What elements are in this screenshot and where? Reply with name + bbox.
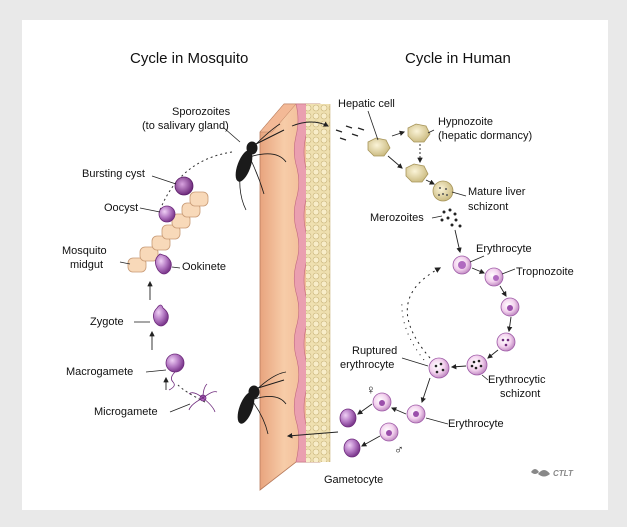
label-erythrocyte-bottom: Erythrocyte [448, 418, 504, 430]
label-erythrocyte-top: Erythrocyte [476, 243, 532, 255]
label-ruptured: Ruptured [352, 345, 397, 357]
label-macrogamete: Macrogamete [66, 366, 133, 378]
ctlt-logo-text: CTLT [553, 468, 573, 480]
erythrocytic-schizont [467, 355, 487, 375]
label-hypnozoite: Hypnozoite [438, 116, 493, 128]
ruptured-erythrocyte [429, 358, 449, 378]
label-mosquito-midgut-2: midgut [70, 259, 103, 271]
skin-section [260, 104, 330, 490]
label-mosquito-midgut-1: Mosquito [62, 245, 107, 257]
label-microgamete: Microgamete [94, 406, 158, 418]
mature-liver-schizont [433, 181, 453, 201]
label-mature-liver-schizont: schizont [468, 201, 508, 213]
label-sporozoites: Sporozoites [172, 106, 230, 118]
mosquito-cycle-title: Cycle in Mosquito [130, 50, 248, 67]
label-ruptured-erythrocyte: erythrocyte [340, 359, 394, 371]
label-sporozoites-note: (to salivary gland) [142, 120, 229, 132]
label-gametocyte: Gametocyte [324, 474, 383, 486]
label-hepatic-cell: Hepatic cell [338, 98, 395, 110]
label-merozoites: Merozoites [370, 212, 424, 224]
label-hypnozoite-note: (hepatic dormancy) [438, 130, 532, 142]
tropnozoite-3 [497, 333, 515, 351]
label-erythrocytic: Erythrocytic [488, 374, 545, 386]
label-mature-liver: Mature liver [468, 186, 525, 198]
label-oocyst: Oocyst [104, 202, 138, 214]
label-tropnozoite: Tropnozoite [516, 266, 574, 278]
label-bursting-cyst: Bursting cyst [82, 168, 145, 180]
label-ookinete: Ookinete [182, 261, 226, 273]
bursting-cyst [175, 177, 193, 195]
human-cycle-title: Cycle in Human [405, 50, 511, 67]
label-erythrocytic-schizont: schizont [500, 388, 540, 400]
label-zygote: Zygote [90, 316, 124, 328]
oocyst [159, 206, 175, 222]
male-symbol: ♂ [394, 444, 404, 456]
female-symbol: ♀ [366, 384, 376, 396]
